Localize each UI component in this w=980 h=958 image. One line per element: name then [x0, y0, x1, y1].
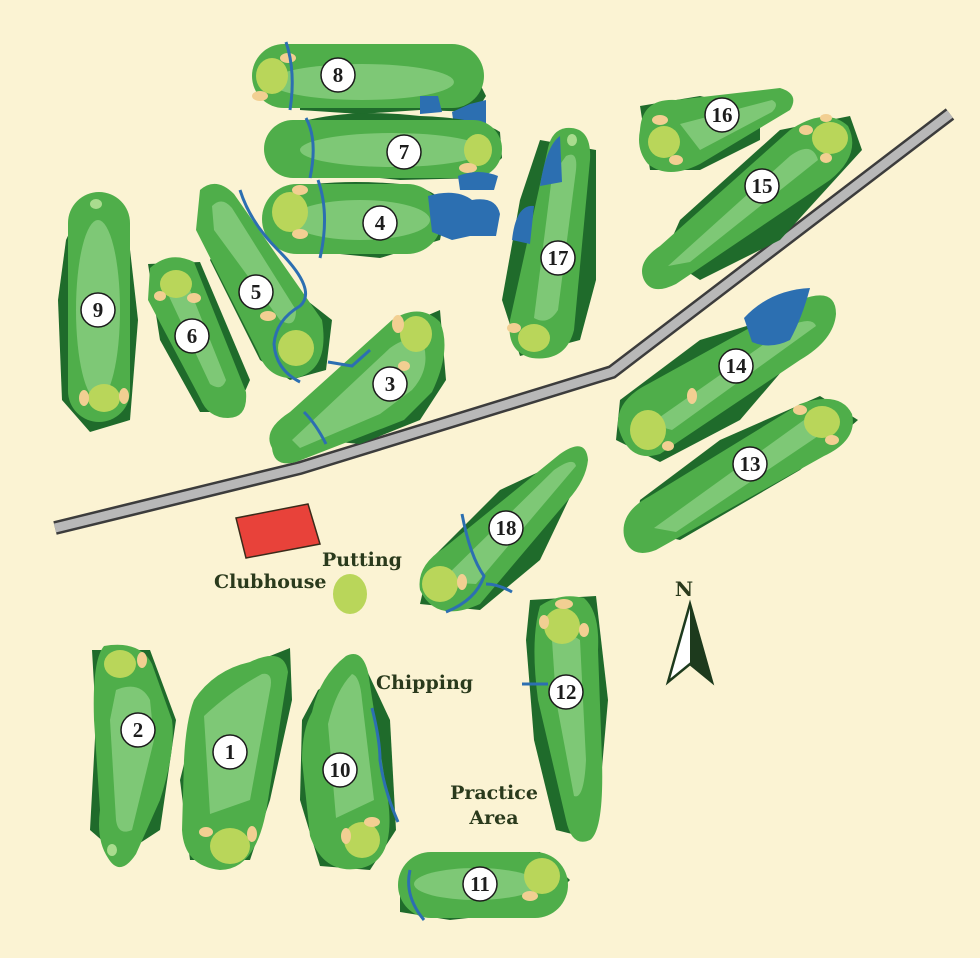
- hole-number: 4: [375, 211, 386, 235]
- hole-number: 5: [251, 280, 262, 304]
- north-label: N: [675, 577, 693, 601]
- north-arrow: N: [665, 577, 715, 686]
- hole-number: 7: [399, 140, 410, 164]
- hole-number: 18: [496, 516, 517, 540]
- hole-12[interactable]: 12: [522, 596, 608, 842]
- hole-number: 2: [133, 718, 144, 742]
- hole-13[interactable]: 13: [623, 396, 858, 553]
- hole-number: 11: [470, 872, 490, 896]
- hole-number: 9: [93, 298, 104, 322]
- practice-area-label-line2: Area: [468, 807, 518, 829]
- hole-5[interactable]: 5: [196, 183, 332, 384]
- clubhouse[interactable]: [235, 503, 321, 559]
- hole-number: 15: [752, 174, 773, 198]
- hole-number: 8: [333, 63, 344, 87]
- hole-16[interactable]: 16: [639, 88, 794, 172]
- hole-17[interactable]: 17: [502, 127, 596, 359]
- hole-number: 13: [740, 452, 761, 476]
- water-hazard: [420, 96, 442, 114]
- putting-label: Putting: [322, 549, 402, 571]
- road: [53, 108, 955, 535]
- hole-number: 12: [556, 680, 577, 704]
- hole-14[interactable]: 14: [616, 288, 836, 462]
- hole-number: 6: [187, 324, 198, 348]
- hole-number: 14: [726, 354, 748, 378]
- hole-18[interactable]: 18: [419, 446, 589, 614]
- hole-11[interactable]: 11: [398, 852, 570, 921]
- hole-3[interactable]: 3: [269, 310, 446, 464]
- hole-8[interactable]: 8: [252, 41, 486, 114]
- hole-10[interactable]: 10: [300, 654, 400, 870]
- hole-2[interactable]: 2: [90, 644, 176, 868]
- practice-area-label-line1: Practice: [450, 782, 538, 804]
- clubhouse-label: Clubhouse: [214, 571, 327, 593]
- hole-6[interactable]: 6: [148, 257, 250, 418]
- hole-1[interactable]: 1: [180, 648, 292, 870]
- hole-4[interactable]: 4: [262, 179, 500, 259]
- hole-7[interactable]: 7: [264, 113, 502, 190]
- putting-green[interactable]: [333, 574, 367, 614]
- hole-number: 10: [330, 758, 351, 782]
- chipping-label: Chipping: [376, 672, 473, 694]
- hole-15[interactable]: 15: [642, 114, 862, 290]
- hole-number: 1: [225, 740, 236, 764]
- hole-number: 17: [548, 246, 569, 270]
- hole-9[interactable]: 9: [58, 192, 138, 432]
- hole-number: 16: [712, 103, 733, 127]
- hole-number: 3: [385, 372, 396, 396]
